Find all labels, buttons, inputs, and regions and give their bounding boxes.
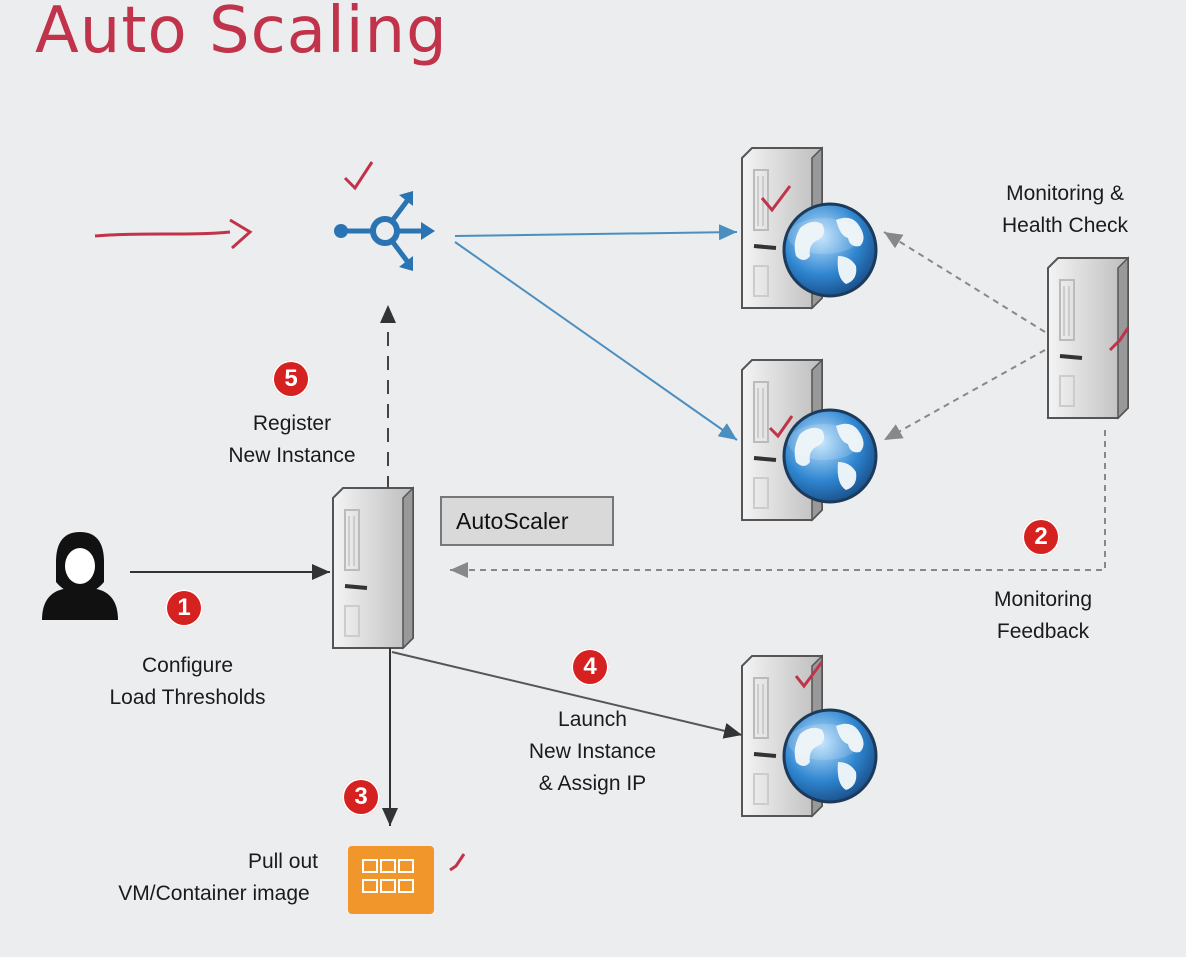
step-1-label: Configure Load Thresholds <box>109 654 266 709</box>
check-mark-icon <box>760 185 792 213</box>
check-mark-icon <box>794 661 824 689</box>
check-mark-icon <box>1108 327 1130 352</box>
check-mark-icon <box>768 415 794 439</box>
autoscaler-server-icon <box>331 486 415 650</box>
lb-to-server1-arrow <box>454 224 738 241</box>
step-5-badge: 5 <box>272 360 310 398</box>
incoming-traffic-arrow <box>94 218 253 250</box>
health-check-arrow-2 <box>883 349 1046 441</box>
check-mark-icon <box>449 853 466 872</box>
user-icon <box>42 532 118 620</box>
step-4-label: Launch New Instance & Assign IP <box>528 708 657 795</box>
check-mark-icon <box>343 161 374 191</box>
step-5-label: Register New Instance <box>228 412 356 467</box>
page-title: Auto Scaling <box>35 0 448 68</box>
step-2-badge: 2 <box>1022 518 1060 556</box>
monitoring-health-check-label: Monitoring & Health Check <box>1002 182 1129 237</box>
image-icon <box>348 846 434 914</box>
step-4-badge: 4 <box>571 648 609 686</box>
web-server-2 <box>740 358 878 522</box>
load-balancer-icon <box>334 191 435 271</box>
autoscaler-label: AutoScaler <box>440 496 614 546</box>
web-server-1 <box>740 146 878 310</box>
lb-to-server2-arrow <box>454 241 738 441</box>
step-2-label: Monitoring Feedback <box>993 588 1093 643</box>
health-check-arrow-1 <box>883 231 1046 333</box>
web-server-new <box>740 654 878 818</box>
step-1-badge: 1 <box>165 589 203 627</box>
launch-arrow <box>391 651 743 739</box>
step-3-badge: 3 <box>342 778 380 816</box>
step-3-label: Pull out VM/Container image <box>118 850 318 905</box>
monitoring-server <box>1046 256 1130 420</box>
monitoring-feedback-arrow <box>450 430 1106 578</box>
